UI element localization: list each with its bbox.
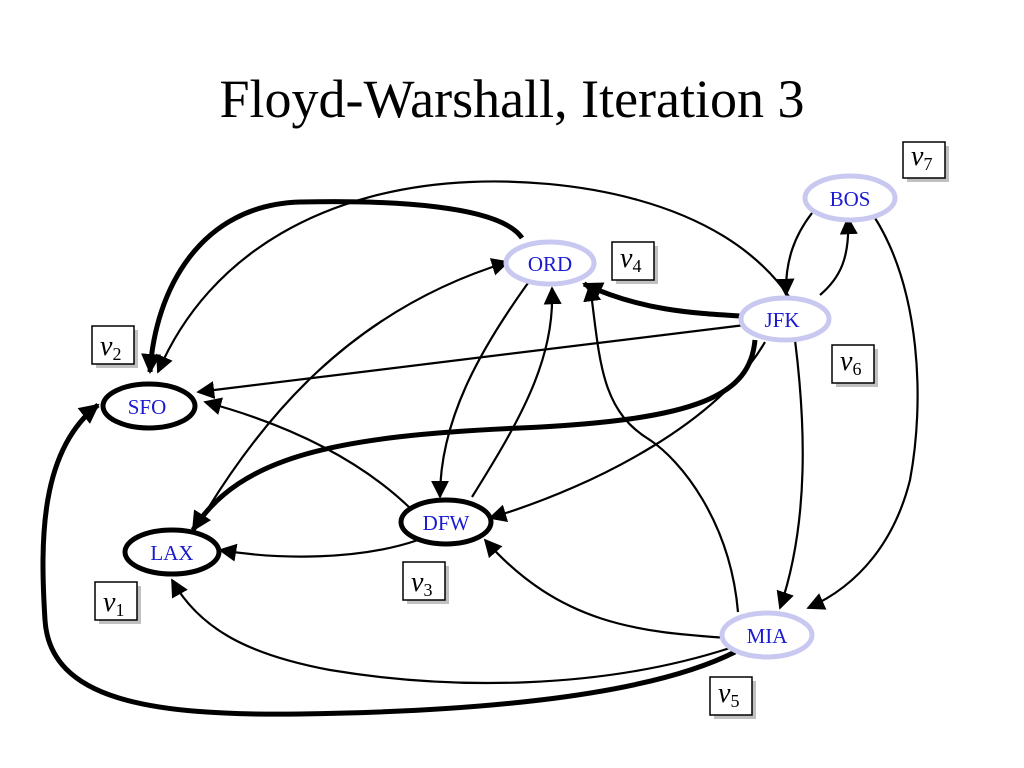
edge-mia-ord xyxy=(583,283,740,613)
vertex-label-v4: v4 xyxy=(611,241,658,284)
node-ord[interactable]: ORD xyxy=(503,239,597,287)
node-sfo[interactable]: SFO xyxy=(100,381,198,431)
svg-text:v7: v7 xyxy=(911,141,932,174)
vertex-labels: v1 v2 v3 v4 v5 v6 v7 xyxy=(91,141,949,719)
edge-jfk-sfo-arc xyxy=(156,180,791,374)
svg-text:v4: v4 xyxy=(620,243,641,276)
edge-dfw-lax xyxy=(218,538,419,562)
svg-text:v5: v5 xyxy=(718,678,739,711)
node-dfw[interactable]: DFW xyxy=(398,497,494,547)
node-mia[interactable]: MIA xyxy=(719,610,815,660)
edge-dfw-sfo xyxy=(203,397,411,509)
node-bos-label: BOS xyxy=(830,187,871,211)
edge-bos-jfk xyxy=(776,212,813,297)
svg-text:v2: v2 xyxy=(100,331,121,364)
svg-text:v6: v6 xyxy=(840,346,861,379)
vertex-label-v2: v2 xyxy=(91,325,138,368)
vertex-label-v5: v5 xyxy=(709,676,756,719)
edge-jfk-bos xyxy=(819,216,858,296)
edge-mia-sfo xyxy=(40,403,737,717)
edge-mia-lax xyxy=(171,578,731,685)
edge-jfk-mia xyxy=(776,339,804,610)
node-jfk-label: JFK xyxy=(764,308,799,332)
edge-jfk-dfw xyxy=(488,341,766,522)
slide-title: Floyd-Warshall, Iteration 3 xyxy=(219,69,805,129)
vertex-label-v3: v3 xyxy=(402,561,449,604)
edges-normal xyxy=(156,180,919,685)
node-ord-label: ORD xyxy=(528,252,572,276)
node-dfw-label: DFW xyxy=(423,511,470,535)
edge-jfk-sfo-direct xyxy=(196,323,746,399)
node-jfk[interactable]: JFK xyxy=(738,295,832,343)
edge-bos-mia xyxy=(806,217,919,610)
node-lax-label: LAX xyxy=(150,541,193,565)
edge-ord-dfw xyxy=(431,282,529,499)
node-sfo-label: SFO xyxy=(128,395,167,419)
node-bos[interactable]: BOS xyxy=(802,173,898,223)
edge-jfk-ord xyxy=(582,281,741,319)
nodes: LAX SFO DFW ORD MIA JFK BOS xyxy=(100,173,898,660)
vertex-label-v6: v6 xyxy=(831,344,878,387)
edge-ord-sfo xyxy=(141,199,525,374)
edge-dfw-ord xyxy=(471,286,562,498)
node-mia-label: MIA xyxy=(747,624,789,648)
edge-mia-dfw xyxy=(483,538,729,640)
vertex-label-v7: v7 xyxy=(902,141,949,182)
svg-text:v3: v3 xyxy=(411,567,432,600)
vertex-label-v1: v1 xyxy=(94,581,141,624)
node-lax[interactable]: LAX xyxy=(122,527,222,577)
edge-lax-ord xyxy=(197,258,510,526)
svg-text:v1: v1 xyxy=(103,587,124,620)
